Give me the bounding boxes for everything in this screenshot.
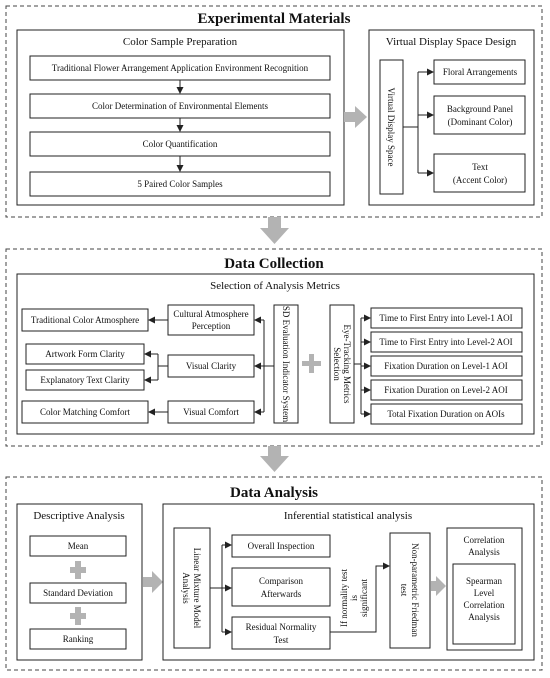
aoi-metric-box — [370, 403, 523, 425]
comparison-afterwards-box — [231, 567, 331, 607]
sd-system-label: SD Evaluation Indicator System — [281, 306, 291, 422]
ranking-label: Ranking — [63, 634, 94, 644]
aoi-metric-box — [370, 331, 523, 353]
ranking-box — [29, 628, 127, 650]
section-transition-arrow — [431, 576, 446, 596]
condition-label: significant — [359, 579, 369, 617]
overall-inspection-box — [231, 534, 331, 558]
data-analysis-section — [5, 476, 543, 671]
text-accent-box — [433, 153, 526, 193]
correlation-heading: Analysis — [468, 547, 500, 557]
color-prep-heading: Color Sample Preparation — [123, 36, 238, 48]
plus-icon — [70, 607, 86, 625]
plus-icon — [302, 354, 321, 373]
spearman-label: Analysis — [468, 612, 500, 622]
condition-label: is — [349, 595, 359, 602]
section-transition-arrow — [344, 106, 367, 128]
spearman-label: Correlation — [464, 600, 505, 610]
aoi-metric-label: Time to First Entry into Level-2 AOI — [379, 337, 512, 347]
floral-arrangements-box — [433, 59, 526, 85]
aoi-metric-label: Total Fixation Duration on AOIs — [387, 409, 505, 419]
correlation-heading: Correlation — [464, 535, 505, 545]
aoi-metric-label: Time to First Entry into Level-1 AOI — [379, 313, 512, 323]
experimental-materials-title: Experimental Materials — [198, 11, 351, 27]
condition-label: If normality test — [339, 569, 349, 627]
aoi-metric-label: Fixation Duration on Level-1 AOI — [384, 361, 507, 371]
mean-label: Mean — [68, 541, 89, 551]
floral-arrangements-label: Floral Arrangements — [443, 67, 518, 77]
spearman-label: Level — [474, 588, 495, 598]
eye-tracking-box — [329, 304, 355, 424]
aoi-metric-box — [370, 355, 523, 377]
indicator-label: Color Matching Comfort — [40, 407, 130, 417]
perception-label: Visual Clarity — [186, 361, 237, 371]
background-panel-box — [433, 95, 526, 135]
residual-normality-label: Residual Normality — [246, 622, 317, 632]
prep-step-label: Traditional Flower Arrangement Applicati… — [52, 63, 309, 73]
mean-box — [29, 535, 127, 557]
analysis-metrics-heading: Selection of Analysis Metrics — [210, 280, 340, 292]
eye-tracking-label: Eye-Tracking Metrics — [342, 325, 352, 404]
inferential-analysis-heading: Inferential statistical analysis — [284, 510, 412, 522]
residual-normality-label: Test — [274, 635, 289, 645]
indicator-label: Artwork Form Clarity — [45, 349, 125, 359]
perception-label: Perception — [192, 321, 231, 331]
prep-step-label: Color Determination of Environmental Ele… — [92, 101, 268, 111]
aoi-metric-box — [370, 379, 523, 401]
section-transition-arrow — [260, 217, 289, 244]
section-transition-arrow — [143, 571, 163, 593]
text-accent-label: Text — [472, 162, 488, 172]
section-transition-arrow — [260, 446, 289, 472]
background-panel-label: Background Panel — [447, 104, 514, 114]
comparison-afterwards-label: Afterwards — [261, 589, 302, 599]
data-collection-title: Data Collection — [224, 256, 324, 272]
plus-icon — [70, 561, 86, 579]
indicator-label: Traditional Color Atmosphere — [31, 315, 139, 325]
virtual-space-heading: Virtual Display Space Design — [386, 36, 517, 48]
residual-normality-box — [231, 616, 331, 650]
indicator-label: Explanatory Text Clarity — [40, 375, 130, 385]
text-accent-sublabel: (Accent Color) — [453, 175, 507, 185]
prep-step-label: Color Quantification — [143, 139, 218, 149]
descriptive-analysis-heading: Descriptive Analysis — [33, 510, 124, 522]
sd-system-box — [273, 304, 299, 424]
standard-deviation-label: Standard Deviation — [43, 588, 113, 598]
friedman-label: test — [399, 584, 409, 597]
perception-label: Cultural Atmosphere — [173, 309, 248, 319]
spearman-label: Spearman — [466, 576, 502, 586]
comparison-afterwards-label: Comparison — [259, 576, 303, 586]
lmm-label: Analysis — [181, 572, 191, 604]
lmm-label: Linear Mixture Model — [192, 548, 202, 629]
standard-deviation-box — [29, 582, 127, 604]
prep-step-box — [29, 131, 331, 157]
virtual-display-space-label: Virtual Display Space — [386, 88, 396, 167]
linear-mixture-model-box — [173, 527, 211, 649]
data-analysis-title: Data Analysis — [230, 485, 318, 501]
aoi-metric-label: Fixation Duration on Level-2 AOI — [384, 385, 507, 395]
overall-inspection-label: Overall Inspection — [248, 541, 315, 551]
aoi-metric-box — [370, 307, 523, 329]
prep-step-box — [29, 55, 331, 81]
flow-arrow — [330, 562, 390, 633]
prep-step-box — [29, 171, 331, 197]
spearman-box — [452, 563, 516, 645]
perception-label: Visual Comfort — [183, 407, 239, 417]
friedman-label: Non-parametric Friedman — [410, 543, 420, 637]
eye-tracking-label: Selection — [332, 347, 342, 381]
prep-step-label: 5 Paired Color Samples — [137, 179, 223, 189]
background-panel-sublabel: (Dominant Color) — [448, 117, 513, 127]
friedman-test-box — [389, 532, 431, 649]
